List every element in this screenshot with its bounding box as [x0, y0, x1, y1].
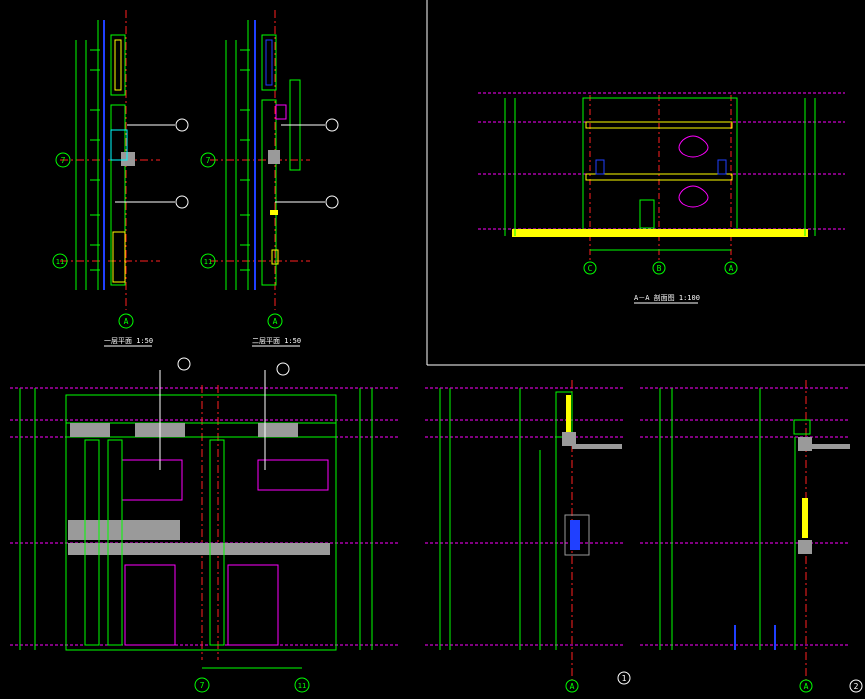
plan-1-axis-bubbles	[52, 118, 189, 329]
section-aa-axis-bubbles	[583, 261, 738, 275]
plan-2-axis-label-11: 11	[204, 258, 212, 266]
plan-1-axis-label-a: A	[124, 317, 129, 326]
section-aa-drawing	[478, 92, 845, 262]
elevation-drawing	[10, 370, 400, 669]
elevation-axis-label-11: 11	[298, 682, 306, 690]
section-aa-title: A－A 剖面图 1:100	[634, 293, 700, 302]
detail-1-axis-label-a: A	[570, 682, 575, 691]
detail-2-axis-label-a: A	[804, 682, 809, 691]
elevation-axis-label-7: 7	[200, 681, 205, 690]
section-aa-axis-label-a: A	[729, 264, 734, 273]
viewport-frame	[426, 0, 865, 366]
detail-1-axis-label-1: 1	[622, 674, 627, 683]
section-aa-axis-label-c: C	[588, 264, 593, 273]
plan-2-axis-label-a: A	[273, 317, 278, 326]
plan-1-drawing	[60, 10, 175, 310]
plan-1-title: 一层平面 1:50	[104, 337, 153, 345]
plan-2-drawing	[210, 10, 325, 310]
detail-section-1-drawing	[425, 380, 625, 680]
plan-1-axis-label-11: 11	[56, 258, 64, 266]
elevation-axis-bubbles	[177, 357, 310, 693]
plan-1-axis-label-7: 7	[61, 156, 66, 165]
detail-section-2-drawing	[640, 380, 850, 680]
section-aa-axis-label-b: B	[657, 264, 662, 273]
detail-section-1-axis-bubbles	[565, 671, 631, 693]
plan-2-axis-bubbles	[200, 118, 339, 329]
detail-2-axis-label-2: 2	[854, 682, 859, 691]
detail-section-2-axis-bubbles	[799, 679, 863, 693]
plan-2-axis-label-7: 7	[206, 156, 211, 165]
plan-2-title: 二层平面 1:50	[252, 337, 301, 345]
